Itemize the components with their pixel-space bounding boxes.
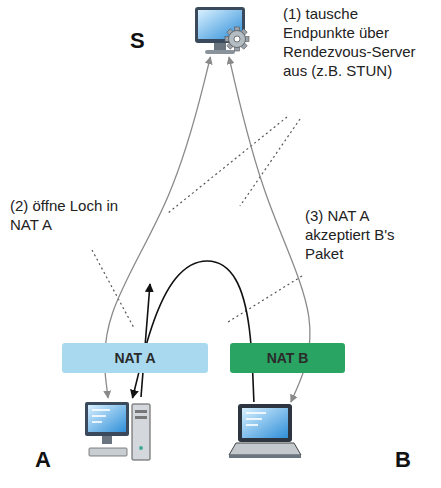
laptop-icon <box>228 402 302 460</box>
leader-line <box>240 119 300 206</box>
nat-band: NAT B <box>230 343 345 373</box>
laptop-icon: B <box>228 402 302 460</box>
callout-text: (1) tausche Endpunkte über Rendezvous-Se… <box>283 4 425 80</box>
leader-line <box>228 276 302 322</box>
leader-line <box>168 117 287 213</box>
computer-icon <box>85 398 151 462</box>
leader-line <box>92 250 134 328</box>
computer-icon: A <box>85 398 151 462</box>
connector <box>133 261 254 402</box>
hole-punch-arrow <box>141 284 150 397</box>
host-label: B <box>395 448 411 472</box>
callout-text: (3) NAT A akzeptiert B's Paket <box>305 206 427 263</box>
server-icon <box>193 5 251 57</box>
nat-label: NAT A <box>112 350 157 366</box>
nat-label: NAT B <box>265 350 311 366</box>
nat-band: NAT A <box>62 343 208 373</box>
callout-text: (2) öffne Loch in NAT A <box>10 196 132 234</box>
host-label: A <box>35 448 51 472</box>
host-label: S <box>130 29 145 53</box>
server-icon: S <box>193 5 251 57</box>
